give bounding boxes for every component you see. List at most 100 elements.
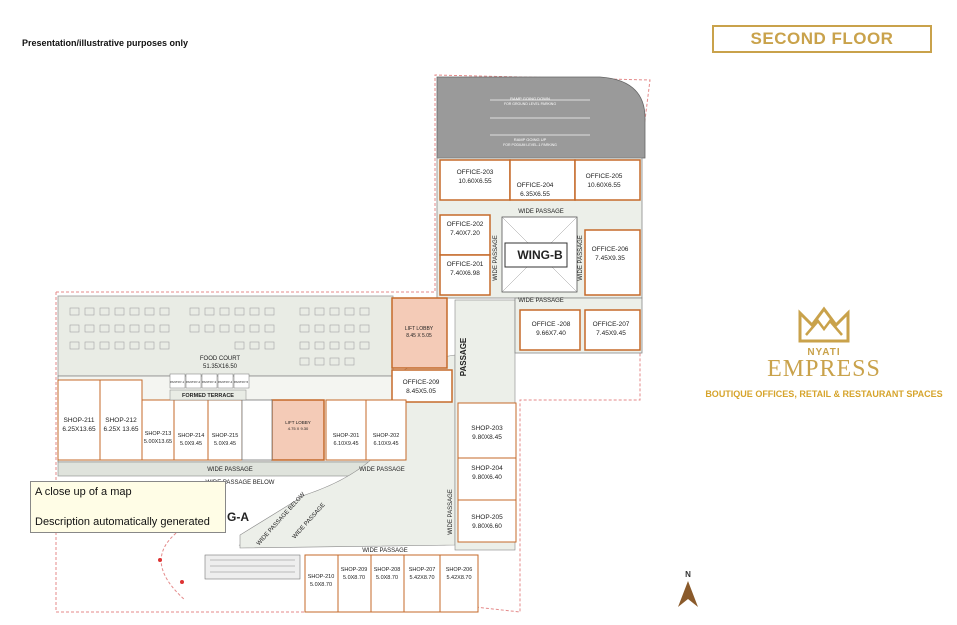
office-size: 7.40X7.20 xyxy=(450,230,480,237)
north-indicator: N xyxy=(676,570,700,614)
north-arrow-icon xyxy=(678,581,698,607)
crown-logo-icon xyxy=(798,306,850,343)
ramp-up-sub-label: FOR PODIUM LEVEL-1 PARKING xyxy=(503,143,557,147)
office-209-box xyxy=(391,369,453,403)
lift-lobby-label: LIFT LOBBY xyxy=(285,420,310,425)
food-court-area xyxy=(57,295,394,377)
office-206-box xyxy=(584,229,641,296)
shop-label: SHOP-215 xyxy=(212,433,239,439)
lift-lobby-top-box xyxy=(391,297,448,369)
office-208-box xyxy=(519,309,581,351)
wide-passage-label: WIDE PASSAGE xyxy=(207,467,253,473)
formed-terrace-box xyxy=(169,389,247,401)
wide-passage-label: WIDE PASSAGE xyxy=(518,209,564,215)
brand-name: NYATI xyxy=(807,347,841,358)
office-label: OFFICE-202 xyxy=(447,221,484,228)
shop-label: SHOP-214 xyxy=(178,433,205,439)
shop-204-box xyxy=(457,457,517,501)
shop-201-box xyxy=(325,399,367,461)
ramp-down-sub-label: FOR GROUND LEVEL PARKING xyxy=(504,102,556,106)
wide-passage-label: WIDE PASSAGE xyxy=(493,235,499,281)
shop-label: SHOP-212 xyxy=(105,417,137,424)
floor-title-badge: SECOND FLOOR xyxy=(712,25,932,53)
shop-size: 6.25X13.65 xyxy=(62,426,96,433)
shop-label: SHOP-213 xyxy=(145,431,172,437)
pantry-label: PANTRY-3 xyxy=(202,380,217,384)
office-label: OFFICE-209 xyxy=(403,379,440,386)
shop-213-box xyxy=(141,399,175,461)
shop-size: 6.10X9.45 xyxy=(333,441,358,447)
shop-207-box xyxy=(403,554,441,613)
shop-size: 5.0X9.45 xyxy=(214,441,236,447)
shop-size: 5.42X8.70 xyxy=(446,575,471,581)
shop-label: SHOP-211 xyxy=(64,417,95,424)
ramp-down-label: RAMP GOING DOWN xyxy=(510,96,550,101)
shop-size: 5.00X13.65 xyxy=(144,439,172,445)
office-size: 9.66X7.40 xyxy=(536,330,566,337)
food-court-size: 51.35X16.50 xyxy=(203,364,238,370)
formed-terrace-label: FORMED TERRACE xyxy=(182,393,234,399)
office-size: 8.45X5.05 xyxy=(406,388,436,395)
wing-a-label: G-A xyxy=(227,510,249,524)
wide-passage-label: WIDE PASSAGE xyxy=(518,298,564,304)
wing-b-label: WING-B xyxy=(517,248,563,262)
shop-size: 5.0X8.70 xyxy=(343,575,365,581)
pantry-label: PANTRY-4 xyxy=(218,380,233,384)
office-label: OFFICE-203 xyxy=(457,169,494,176)
tooltip-line: Description automatically generated xyxy=(35,516,210,528)
office-size: 7.40X6.98 xyxy=(450,270,480,277)
passage-label: PASSAGE xyxy=(459,337,468,376)
shop-label: SHOP-204 xyxy=(471,465,503,472)
shop-label: SHOP-207 xyxy=(409,567,436,573)
office-205-box xyxy=(574,159,641,201)
shop-202-box xyxy=(365,399,407,461)
wide-passage-below-label: WIDE PASSAGE BELOW xyxy=(206,480,275,486)
lift-lobby-size: 4.75 X 9.30 xyxy=(288,426,309,431)
pantry-label: PANTRY-5 xyxy=(234,380,249,384)
office-label: OFFICE-201 xyxy=(447,261,484,268)
disclaimer-text: Presentation/illustrative purposes only xyxy=(22,38,189,48)
office-size: 10.60X6.55 xyxy=(587,182,621,189)
shop-size: 9.80X6.40 xyxy=(472,474,502,481)
shop-206-box xyxy=(439,554,479,613)
shop-label: SHOP-208 xyxy=(374,567,401,573)
shop-size: 9.80X6.60 xyxy=(472,523,502,530)
shop-size: 6.25X 13.65 xyxy=(103,426,138,433)
brand-tagline: BOUTIQUE OFFICES, RETAIL & RESTAURANT SP… xyxy=(705,389,943,399)
shop-214-box xyxy=(173,399,209,461)
site-boundary xyxy=(55,74,651,613)
wide-passage-label: WIDE PASSAGE xyxy=(359,467,405,473)
lift-lobby-label: LIFT LOBBY xyxy=(405,326,434,332)
tooltip-line: A close up of a map xyxy=(35,486,132,498)
wide-passage-label: WIDE PASSAGE xyxy=(578,235,584,281)
escalator-block xyxy=(204,554,301,580)
shop-210-box xyxy=(304,554,339,613)
brand-subname: EMPRESS xyxy=(767,356,881,382)
office-size: 7.45X9.35 xyxy=(595,255,625,262)
office-label: OFFICE-205 xyxy=(586,173,623,180)
brand-block: NYATI EMPRESS BOUTIQUE OFFICES, RETAIL &… xyxy=(700,305,948,399)
office-204-box xyxy=(509,159,576,201)
shop-209-box xyxy=(337,554,372,613)
office-size: 6.35X6.55 xyxy=(520,191,550,198)
shop-size: 5.0X8.70 xyxy=(310,582,332,588)
lift-lobby-mid-box xyxy=(271,399,325,461)
lift-lobby-size: 8.45 X 5.05 xyxy=(406,333,432,339)
shop-size: 9.80X8.45 xyxy=(472,434,502,441)
shop-211-box xyxy=(57,379,101,461)
office-201-box xyxy=(439,254,491,296)
north-label: N xyxy=(685,570,691,579)
pantry-label: PANTRY-1 xyxy=(170,380,185,384)
shop-label: SHOP-202 xyxy=(373,433,400,439)
office-size: 10.60X6.55 xyxy=(458,178,492,185)
shop-205-box xyxy=(457,499,517,543)
shop-label: SHOP-203 xyxy=(471,425,503,432)
shop-size: 5.0X8.70 xyxy=(376,575,398,581)
office-label: OFFICE-206 xyxy=(592,246,629,253)
wide-passage-label: WIDE PASSAGE xyxy=(448,489,454,535)
shop-size: 5.42X8.70 xyxy=(409,575,434,581)
stair-core xyxy=(241,399,273,461)
alt-text-tooltip: A close up of a map Description automati… xyxy=(30,481,226,533)
food-court-tables xyxy=(69,307,370,366)
